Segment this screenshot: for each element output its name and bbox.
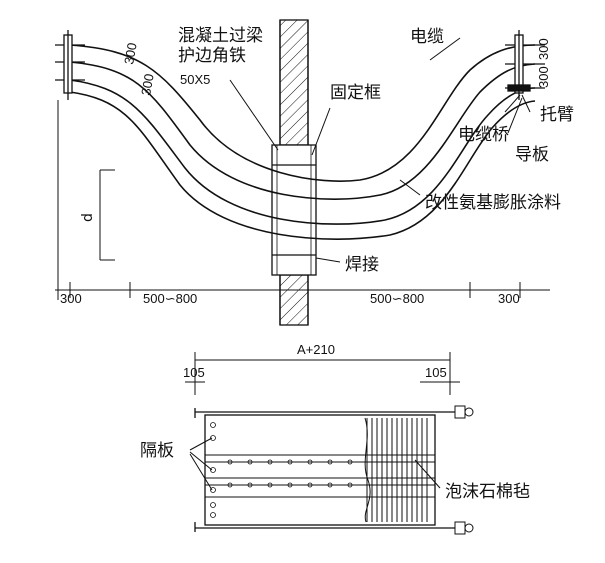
bottom-leaders bbox=[189, 437, 441, 491]
beam-angle-label-2: 护边角铁 bbox=[178, 46, 246, 66]
bottom-view-labels: A+210 105 105 隔板 泡沫石棉毡 bbox=[140, 342, 530, 502]
cable-curve-2 bbox=[69, 61, 536, 200]
guide-plate-label: 导板 bbox=[515, 145, 549, 165]
width-total-label: A+210 bbox=[297, 342, 335, 357]
cable-tray-label: 电缆桥 bbox=[458, 125, 509, 145]
bottom-view bbox=[185, 352, 474, 535]
partition-circles bbox=[210, 422, 353, 518]
left-margin-label: 105 bbox=[183, 365, 205, 380]
beam-angle-label-1: 混凝土过梁 bbox=[178, 26, 263, 46]
beam-angle-size: 50X5 bbox=[180, 72, 210, 87]
cable-curve-4 bbox=[69, 91, 536, 240]
cable-curve-1 bbox=[69, 44, 536, 182]
coating-label: 改性氨基膨胀涂料 bbox=[425, 193, 561, 213]
depth-label: d bbox=[80, 213, 96, 222]
fire-box bbox=[194, 408, 455, 532]
anchor-bolts bbox=[454, 405, 474, 535]
foam-felt-label: 泡沫石棉毡 bbox=[445, 482, 530, 502]
dim-right-spacing-2: 300 bbox=[536, 66, 551, 88]
dim-right-end: 300 bbox=[498, 291, 520, 306]
top-view bbox=[55, 19, 550, 326]
cable-curves bbox=[69, 44, 536, 240]
cable-curve-3 bbox=[69, 79, 536, 225]
welding-label: 焊接 bbox=[345, 255, 379, 275]
dim-left-end: 300 bbox=[60, 291, 82, 306]
partition-label: 隔板 bbox=[140, 441, 174, 461]
leader-lines bbox=[229, 37, 531, 263]
bottom-dimension-line bbox=[55, 100, 550, 300]
right-supports bbox=[505, 30, 545, 100]
top-view-labels: 混凝土过梁 护边角铁 50X5 固定框 电缆 电缆桥 导板 托臂 改性氨基膨胀涂… bbox=[60, 26, 574, 306]
partitions bbox=[205, 454, 435, 498]
dim-left-spacing-1: 300 bbox=[121, 42, 140, 66]
dim-left-spacing-2: 300 bbox=[138, 73, 157, 97]
cable-label: 电缆 bbox=[410, 27, 444, 47]
dim-left-span: 500∽800 bbox=[143, 291, 197, 306]
right-margin-label: 105 bbox=[425, 365, 447, 380]
depth-bracket bbox=[99, 169, 115, 261]
bracket-label: 托臂 bbox=[540, 105, 574, 125]
left-supports bbox=[55, 30, 85, 100]
width-dimension bbox=[185, 352, 460, 395]
dim-right-spacing-1: 300 bbox=[536, 38, 551, 60]
fixing-frame-label: 固定框 bbox=[330, 83, 381, 103]
dim-right-span: 500∽800 bbox=[370, 291, 424, 306]
fixing-frame bbox=[271, 144, 317, 276]
